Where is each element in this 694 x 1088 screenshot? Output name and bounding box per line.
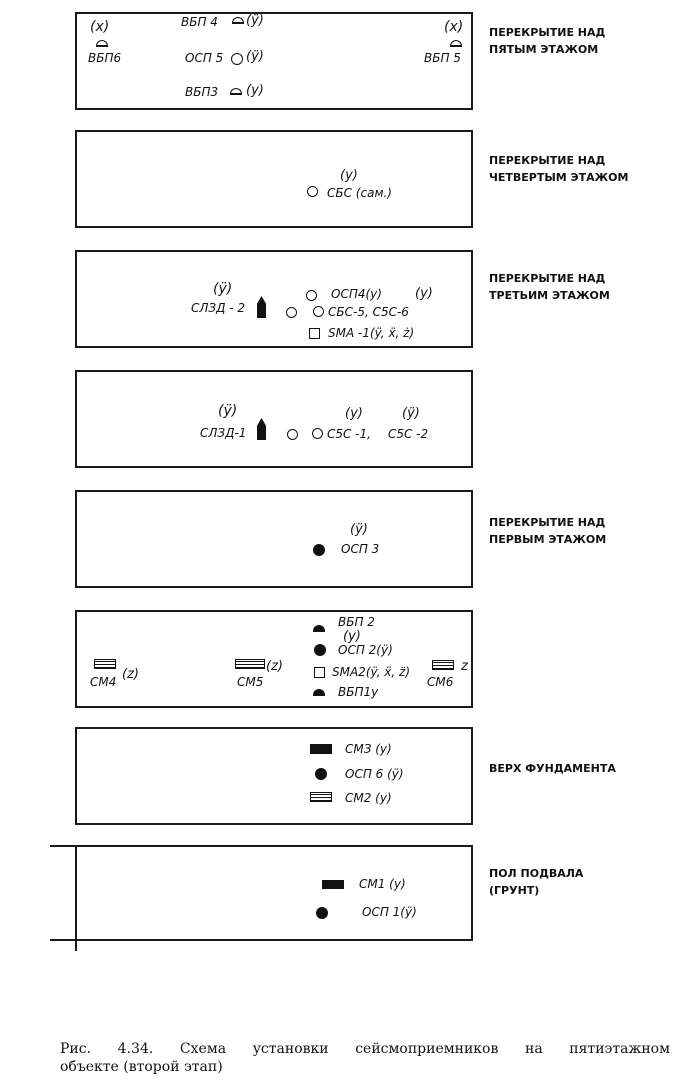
caption-line-2: объекте (второй этап) xyxy=(60,1059,223,1075)
slzd2-sensor-icon xyxy=(257,296,266,318)
sensor-label: ВБП1у xyxy=(338,685,379,699)
sensor-label: СМ5 xyxy=(237,675,264,689)
sensor-dir-label: (у) xyxy=(340,168,358,183)
sensor-label: СБС-5, С5С-6 xyxy=(328,305,409,319)
sensor-label: СМ4 xyxy=(90,675,117,689)
sensor-label: ОСП 3 xyxy=(341,542,380,556)
c5c1-sensor-icon-a xyxy=(287,429,298,440)
sensor-dir-label: (ÿ) xyxy=(350,522,368,537)
caption-line-1: Рис. 4.34. Схема установки сейсмоприемни… xyxy=(60,1041,670,1057)
sensor-dir-label: (ÿ) xyxy=(246,13,264,28)
sensor-label: ВБП6 xyxy=(88,51,122,65)
sensor-dir-label: (z) xyxy=(122,667,139,682)
sensor-dir-label: (у) xyxy=(345,406,363,421)
sensor-label: ВБП 2 xyxy=(338,615,375,629)
sensor-label: ВБП 5 xyxy=(424,51,461,65)
sm5-sensor-icon xyxy=(235,659,265,669)
vbp5-sensor-icon xyxy=(450,40,462,47)
vbp4-sensor-icon xyxy=(232,17,244,24)
sensor-dir-label: (ÿ) xyxy=(218,403,238,419)
sm2-sensor-icon xyxy=(310,792,332,802)
osp4-sensor-icon xyxy=(306,290,317,301)
ground-tick-vertical xyxy=(75,939,77,951)
sma2-sensor-icon xyxy=(314,667,325,678)
sm1-sensor-icon xyxy=(322,880,344,889)
basement-panel xyxy=(75,845,473,941)
sensor-dir-label: (у) xyxy=(246,83,264,98)
sbs5-sensor-icon-b xyxy=(313,306,324,317)
sbs5-sensor-icon-a xyxy=(286,307,297,318)
ground-tick-bottom xyxy=(50,939,77,941)
sensor-dir-label: (у) xyxy=(343,629,361,644)
sm3-sensor-icon xyxy=(310,744,332,754)
sensor-label: СБС (сам.) xyxy=(327,186,392,200)
vbp6-sensor-icon xyxy=(96,40,108,47)
c5c1-sensor-icon-b xyxy=(312,428,323,439)
osp1-sensor-icon xyxy=(316,907,328,919)
vbp3-sensor-icon xyxy=(230,88,242,95)
sensor-label: ВБП 4 xyxy=(181,15,218,29)
sensor-label: ОСП 1(ÿ) xyxy=(362,905,417,919)
ground-tick-top xyxy=(50,845,77,847)
sm6-sensor-icon xyxy=(432,660,454,670)
sensor-label: СМ2 (у) xyxy=(345,791,392,805)
floor-4-panel xyxy=(75,130,473,228)
sensor-label: СЛЗД - 2 xyxy=(191,301,246,315)
sensor-dir-label: (ÿ) xyxy=(402,406,420,421)
sensor-label: СМЗ (у) xyxy=(345,742,392,756)
vbp2-sensor-icon xyxy=(313,625,325,632)
sensor-label: ОСП 6 (ÿ) xyxy=(345,767,404,781)
sensor-label: SMA2(ÿ, ẍ, z̈) xyxy=(332,665,411,679)
sensor-dir-label: (z) xyxy=(266,659,283,674)
sensor-dir-label: (ÿ) xyxy=(213,281,233,297)
sma1-sensor-icon xyxy=(309,328,320,339)
osp6-sensor-icon xyxy=(315,768,327,780)
sensor-label: СЛЗД-1 xyxy=(200,426,247,440)
sensor-dir-label: z xyxy=(461,659,468,674)
osp2-sensor-icon xyxy=(314,644,326,656)
sensor-label: ОСП 2(ÿ) xyxy=(338,643,393,657)
sensor-label: SMA -1(ÿ, ẍ, ż) xyxy=(328,326,415,340)
sensor-dir-label: (ÿ) xyxy=(246,49,264,64)
sensor-label: СМ6 xyxy=(427,675,454,689)
foundation-label: ВЕРХ ФУНДАМЕНТА xyxy=(489,762,616,775)
sbs-sensor-icon xyxy=(307,186,318,197)
osp5-sensor-icon xyxy=(231,53,243,65)
sm4-sensor-icon xyxy=(94,659,116,669)
sensor-label: СМ1 (у) xyxy=(359,877,406,891)
slzd1-sensor-icon xyxy=(257,418,266,440)
floor-3-panel xyxy=(75,250,473,348)
floor-2-panel xyxy=(75,370,473,468)
basement-label: ПОЛ ПОДВАЛА(ГРУНТ) xyxy=(489,867,584,897)
floor-5-panel xyxy=(75,12,473,110)
sensor-label: С5С -1, xyxy=(327,427,371,441)
osp3-sensor-icon xyxy=(313,544,325,556)
foundation-panel xyxy=(75,727,473,825)
figure-caption: Рис. 4.34. Схема установки сейсмоприемни… xyxy=(60,1040,670,1076)
sensor-label: ВБП3 xyxy=(185,85,219,99)
vbp1-sensor-icon xyxy=(313,689,325,696)
sensor-dir-label: (у) xyxy=(415,286,433,301)
sensor-dir-label: (x) xyxy=(444,19,464,35)
ground-floor-panel xyxy=(75,610,473,708)
floor-1-panel xyxy=(75,490,473,588)
sensor-dir-label: (x) xyxy=(90,19,110,35)
sensor-label: С5С -2 xyxy=(388,427,429,441)
sensor-label: ОСП 5 xyxy=(185,51,224,65)
sensor-label: ОСП4(у) xyxy=(331,287,382,301)
